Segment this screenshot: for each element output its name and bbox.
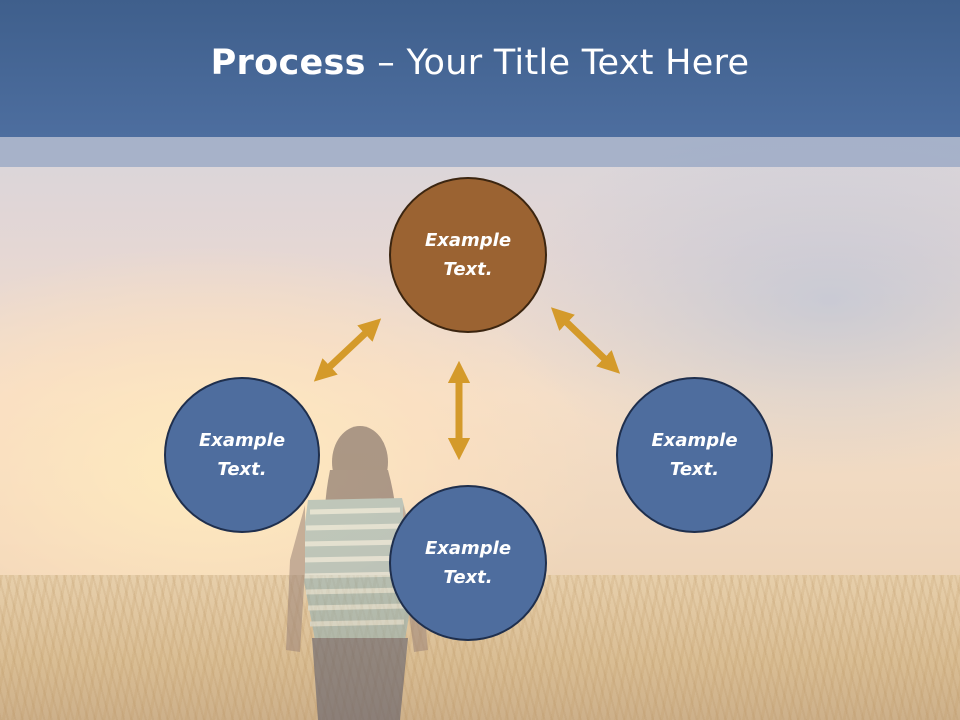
node-top-line2: Text. [443,259,493,280]
node-bottom-line1: Example [424,538,512,559]
node-right-line1: Example [651,430,738,451]
arrow-top-left [313,318,382,382]
title-bold: Process [210,42,366,83]
node-bottom-line2: Text. [443,567,493,588]
node-left-line2: Text. [217,459,267,480]
title-strip [0,137,960,167]
node-top-line1: Example [424,230,512,251]
title-rest: – Your Title Text Here [365,42,750,83]
title-bar: Process – Your Title Text Here [0,0,960,137]
node-right-line2: Text. [669,459,720,480]
slide-title: Process – Your Title Text Here [211,43,750,83]
node-left-line1: Example [198,430,286,451]
arrow-top-right [550,307,621,374]
